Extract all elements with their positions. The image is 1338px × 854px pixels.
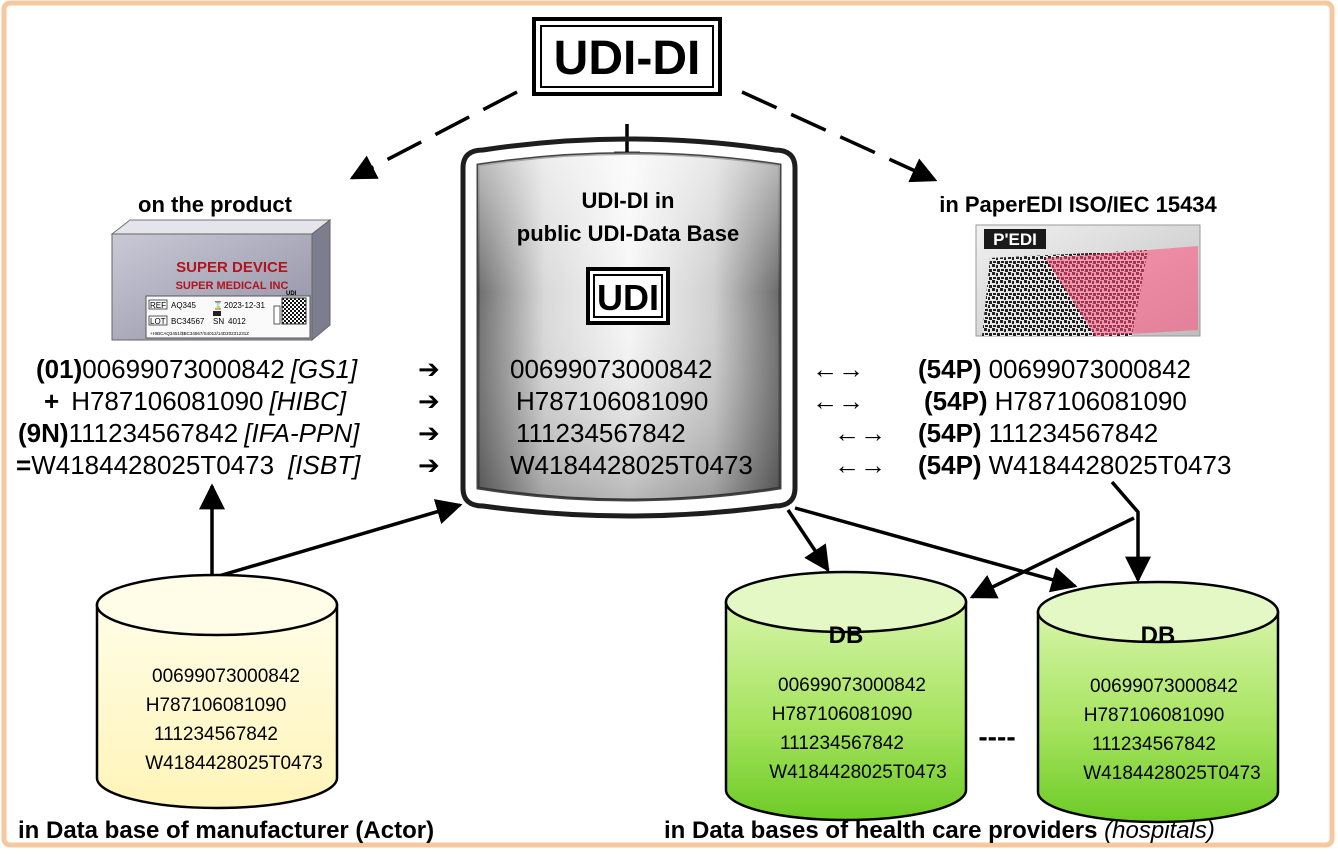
hourglass-icon: ⌛: [213, 300, 223, 310]
right-row-4: (54P)W4184428025T0473: [918, 450, 1231, 480]
arrow-paperedi-to-hospital-db1: [969, 516, 1135, 599]
manufacture-icon: [213, 311, 221, 316]
right-row-3: (54P)111234567842: [918, 418, 1158, 448]
more-databases-ellipsis: ----: [978, 721, 1015, 752]
center-code-4: W4184428025T0473: [510, 450, 753, 480]
product-label-line2: SUPER MEDICAL INC: [176, 280, 289, 292]
arrow-database-to-hospital-db1: [786, 509, 830, 573]
right-row-1: (54P)00699073000842: [918, 354, 1191, 384]
udi-logo-box: [586, 267, 670, 325]
hospital-db1-code-3: 111234567842: [780, 733, 904, 754]
right-arrow-4: ←→: [834, 450, 886, 480]
lot-tag: LOT: [150, 317, 166, 326]
right-arrow-2: ←→: [812, 386, 864, 416]
udi-logo-inner: [593, 274, 663, 318]
sn-value: 4012: [228, 317, 246, 326]
title-box: [532, 17, 722, 96]
mfr-code-3: 111234567842: [154, 724, 278, 745]
arrow-mfr-to-database: [211, 499, 463, 580]
left-row-4: =W4184428025T0473[ISBT]: [16, 450, 361, 480]
right-heading: in PaperEDI ISO/IEC 15434: [939, 192, 1217, 217]
udi-tag: UDI: [286, 291, 297, 297]
server-outline: [460, 136, 798, 519]
left-row-3: (9N)111234567842[IFA-PPN]: [18, 418, 360, 448]
ref-tag: REF: [150, 301, 166, 310]
pedi-label-box: [984, 229, 1046, 249]
server-shade: [478, 153, 780, 500]
center-code-2: H787106081090: [516, 386, 708, 416]
ref-tag-box: [148, 299, 168, 310]
lot-tag-box: [148, 315, 168, 326]
center-code-1: 00699073000842: [510, 354, 712, 384]
product-label-line1: SUPER DEVICE: [176, 259, 288, 276]
expiry-date: 2023-12-31: [224, 301, 265, 310]
hospital-database-1: [724, 570, 968, 822]
manufacturer-database: [95, 573, 339, 810]
hospital-db1-code-1: 00699073000842: [778, 675, 926, 696]
hospital-db1-code-2: H787106081090: [772, 704, 913, 725]
mfr-code-2: H787106081090: [146, 695, 287, 716]
left-heading: on the product: [138, 192, 293, 217]
ref-value: AQ345: [171, 301, 196, 310]
right-arrow-3: ←→: [834, 418, 886, 448]
left-arrow-1: ➔: [418, 354, 440, 384]
datamatrix-icon: [281, 297, 307, 325]
arrow-title-to-paperedi: [741, 90, 938, 183]
hospital-db2-code-3: 111234567842: [1092, 734, 1216, 755]
left-arrow-2: ➔: [418, 386, 440, 416]
hospital-db2-title: DB: [1141, 622, 1176, 649]
laser-beam: [1045, 246, 1198, 336]
right-row-2: (54P)H787106081090: [924, 386, 1187, 416]
left-arrow-4: ➔: [418, 450, 440, 480]
sn-tag: SN: [213, 317, 224, 326]
provider-caption: in Data bases of health care providers (…: [664, 817, 1215, 844]
hibc-barcode-icon: [273, 305, 281, 325]
left-row-1: (01)00699073000842[GS1]: [36, 354, 358, 384]
hospital-db2-code-2: H787106081090: [1084, 705, 1225, 726]
hospital-database-2: [1036, 580, 1280, 824]
center-code-3: 111234567842: [516, 418, 686, 448]
pedi-label: P'EDI: [993, 230, 1037, 249]
manufacturer-caption: in Data base of manufacturer (Actor): [18, 817, 434, 844]
center-heading-line1: UDI-DI in: [582, 188, 675, 213]
mfr-code-4: W4184428025T0473: [145, 753, 322, 774]
hibc-string: +HIBCAQ3451/$BC34567/S4012/14D20231231Z: [150, 331, 249, 336]
left-row-2: +H787106081090[HIBC]: [44, 386, 347, 416]
mfr-code-1: 00699073000842: [152, 666, 300, 687]
right-arrow-1: ←→: [812, 354, 864, 384]
product-box-image: [110, 218, 332, 342]
arrow-title-to-product: [349, 90, 518, 180]
udi-logo: UDI: [597, 277, 659, 318]
hospital-db1-code-4: W4184428025T0473: [769, 762, 946, 783]
arrow-database-to-hospital-db2: [794, 506, 1078, 593]
hospital-db2-code-4: W4184428025T0473: [1083, 763, 1260, 784]
title-box-inner: [540, 25, 714, 88]
paperedi-image: [975, 224, 1201, 337]
public-udi-database: [460, 136, 798, 519]
arrow-paperedi-to-hospital-db2: [1110, 480, 1151, 583]
lot-value: BC34567: [171, 317, 205, 326]
hospital-db1-title: DB: [829, 622, 864, 649]
title: UDI-DI: [554, 32, 701, 85]
center-heading-line2: public UDI-Data Base: [517, 221, 740, 246]
left-arrow-3: ➔: [418, 418, 440, 448]
hospital-db2-code-1: 00699073000842: [1090, 676, 1238, 697]
